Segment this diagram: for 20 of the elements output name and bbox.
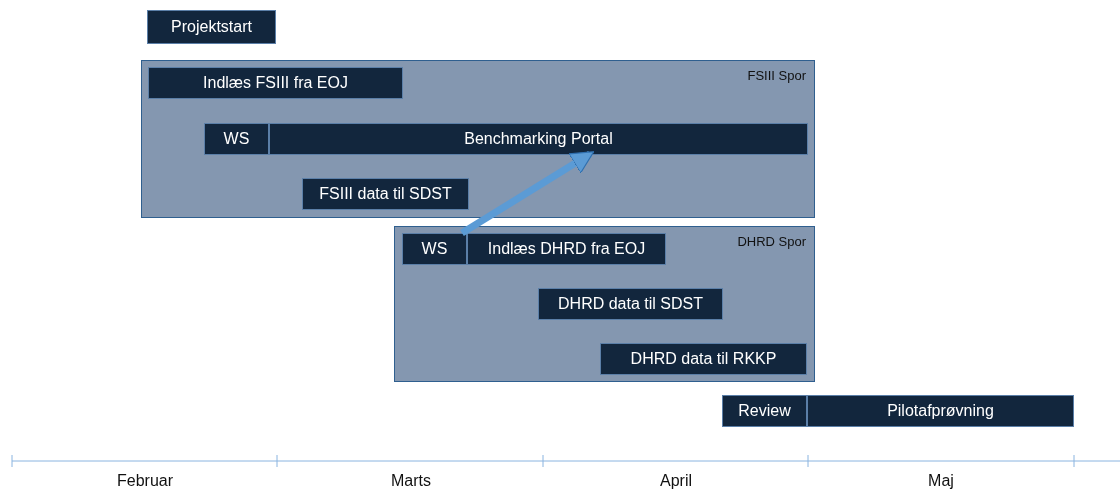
task-bar: WS	[204, 123, 269, 155]
arrow	[460, 151, 595, 236]
task-bar: Review	[722, 395, 807, 427]
month-label: April	[660, 472, 692, 490]
task-bar: Indlæs DHRD fra EOJ	[467, 233, 666, 265]
task-bar: Pilotafprøvning	[807, 395, 1074, 427]
task-bar: FSIII data til SDST	[302, 178, 469, 210]
task-bar: DHRD data til RKKP	[600, 343, 807, 375]
task-bar: DHRD data til SDST	[538, 288, 723, 320]
task-bar: Benchmarking Portal	[269, 123, 808, 155]
month-label: Maj	[928, 472, 954, 490]
task-bar: Projektstart	[147, 10, 276, 44]
track-title: FSIII Spor	[747, 68, 806, 83]
task-bar: Indlæs FSIII fra EOJ	[148, 67, 403, 99]
track-panel	[394, 226, 815, 382]
task-bar: WS	[402, 233, 467, 265]
track-title: DHRD Spor	[737, 234, 806, 249]
month-label: Februar	[117, 472, 173, 490]
track-panel	[141, 60, 815, 218]
month-label: Marts	[391, 472, 431, 490]
